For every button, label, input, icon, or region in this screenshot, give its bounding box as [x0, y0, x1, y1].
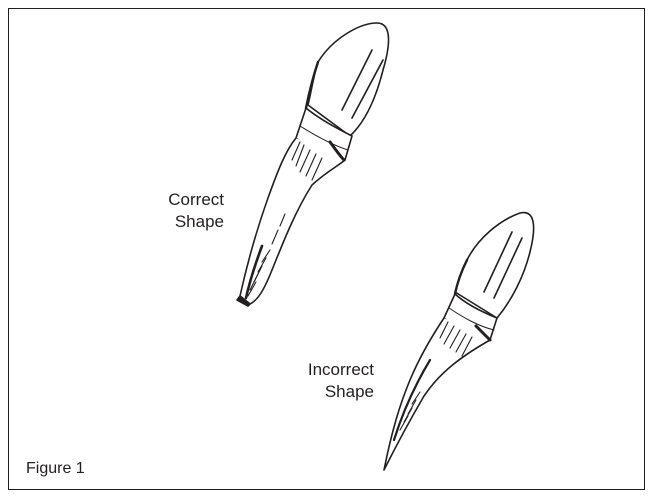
correct-label-line-1: Correct: [120, 189, 224, 211]
correct-shape-label: Correct Shape: [120, 189, 224, 233]
incorrect-label-line-1: Incorrect: [270, 359, 374, 381]
incorrect-label-line-2: Shape: [270, 381, 374, 403]
correct-shape-tool: [237, 23, 389, 306]
incorrect-shape-tool: [384, 213, 534, 470]
figure-caption: Figure 1: [26, 460, 85, 478]
correct-label-line-2: Shape: [120, 211, 224, 233]
incorrect-shape-label: Incorrect Shape: [270, 359, 374, 403]
